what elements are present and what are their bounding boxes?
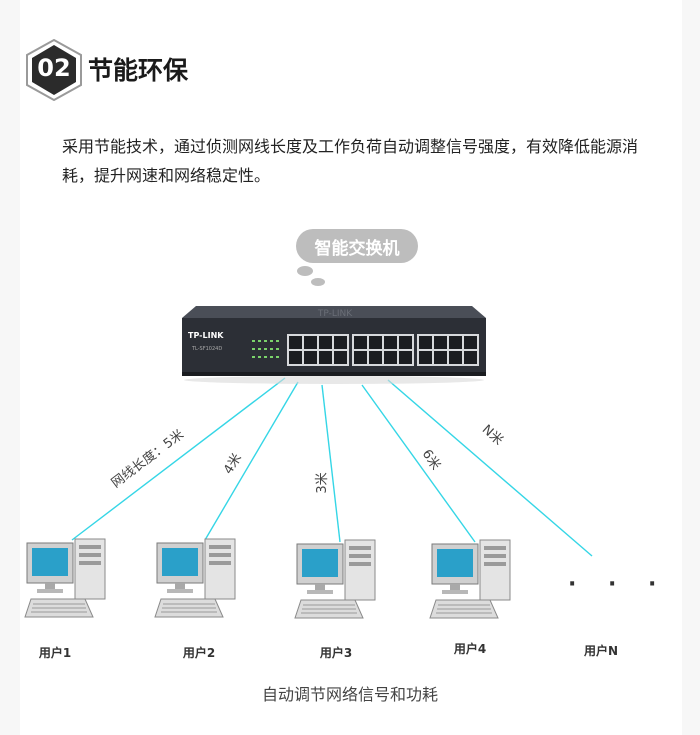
cable-label-3: 3米 bbox=[315, 472, 330, 493]
ethernet-port bbox=[319, 351, 332, 364]
status-leds bbox=[252, 340, 279, 358]
cable-label-5: N米 bbox=[479, 422, 506, 448]
cable-3 bbox=[321, 384, 341, 543]
ethernet-port bbox=[354, 351, 367, 364]
switch-top-logo: TP-LINK bbox=[317, 309, 353, 319]
cable-label-1: 网线长度：5米 bbox=[108, 426, 187, 491]
ethernet-port bbox=[304, 351, 317, 364]
user-label-3: 用户3 bbox=[319, 646, 353, 660]
section-number: 02 bbox=[37, 54, 71, 82]
ethernet-port bbox=[399, 336, 412, 349]
user-label-1: 用户1 bbox=[38, 646, 72, 660]
cable-4 bbox=[361, 384, 476, 543]
computers bbox=[24, 538, 511, 619]
ethernet-port bbox=[434, 336, 447, 349]
ethernet-port bbox=[334, 351, 347, 364]
bubble-label: 智能交换机 bbox=[314, 239, 400, 259]
cables bbox=[71, 377, 593, 557]
ethernet-port bbox=[354, 336, 367, 349]
ethernet-port bbox=[434, 351, 447, 364]
thought-bubble bbox=[296, 229, 418, 286]
ethernet-port bbox=[449, 351, 462, 364]
user-label-4: 用户4 bbox=[453, 642, 487, 656]
ethernet-ports bbox=[287, 334, 479, 366]
diagram-caption: 自动调节网络信号和功耗 bbox=[261, 685, 438, 704]
switch-model-label: TL-SF1024D bbox=[191, 346, 222, 352]
ethernet-port bbox=[384, 336, 397, 349]
ethernet-port bbox=[304, 336, 317, 349]
user-label-n: 用户N bbox=[583, 644, 619, 658]
ethernet-port bbox=[464, 351, 477, 364]
ethernet-port bbox=[319, 336, 332, 349]
ethernet-port bbox=[384, 351, 397, 364]
section-title: 节能环保 bbox=[88, 56, 189, 85]
ethernet-port bbox=[334, 336, 347, 349]
ethernet-port bbox=[289, 336, 302, 349]
intro-paragraph: 采用节能技术，通过侦测网线长度及工作负荷自动调整信号强度，有效降低能源消耗，提升… bbox=[62, 137, 639, 185]
ethernet-port bbox=[419, 351, 432, 364]
ethernet-port bbox=[419, 336, 432, 349]
cable-1 bbox=[71, 377, 286, 541]
cable-2 bbox=[204, 381, 299, 541]
ellipsis-more-users: · · · bbox=[568, 572, 669, 597]
ethernet-port bbox=[369, 351, 382, 364]
ethernet-port bbox=[464, 336, 477, 349]
computer-2-icon bbox=[154, 538, 236, 618]
ethernet-port bbox=[399, 351, 412, 364]
left-margin-strip bbox=[0, 0, 20, 735]
computer-3-icon bbox=[294, 539, 376, 619]
cable-5 bbox=[387, 379, 593, 557]
cable-label-2: 4米 bbox=[221, 451, 245, 477]
computer-1-icon bbox=[24, 538, 106, 618]
computer-4-icon bbox=[429, 539, 511, 619]
ethernet-port bbox=[369, 336, 382, 349]
right-margin-strip bbox=[682, 0, 700, 735]
switch-brand-label: TP-LINK bbox=[188, 331, 224, 340]
section-number-badge: 02 bbox=[26, 38, 82, 102]
network-switch: TP-LINK TL-SF1024D TP-LINK bbox=[182, 306, 486, 384]
user-label-2: 用户2 bbox=[182, 646, 216, 660]
ethernet-port bbox=[449, 336, 462, 349]
hexagon-icon bbox=[26, 38, 82, 102]
ethernet-port bbox=[289, 351, 302, 364]
